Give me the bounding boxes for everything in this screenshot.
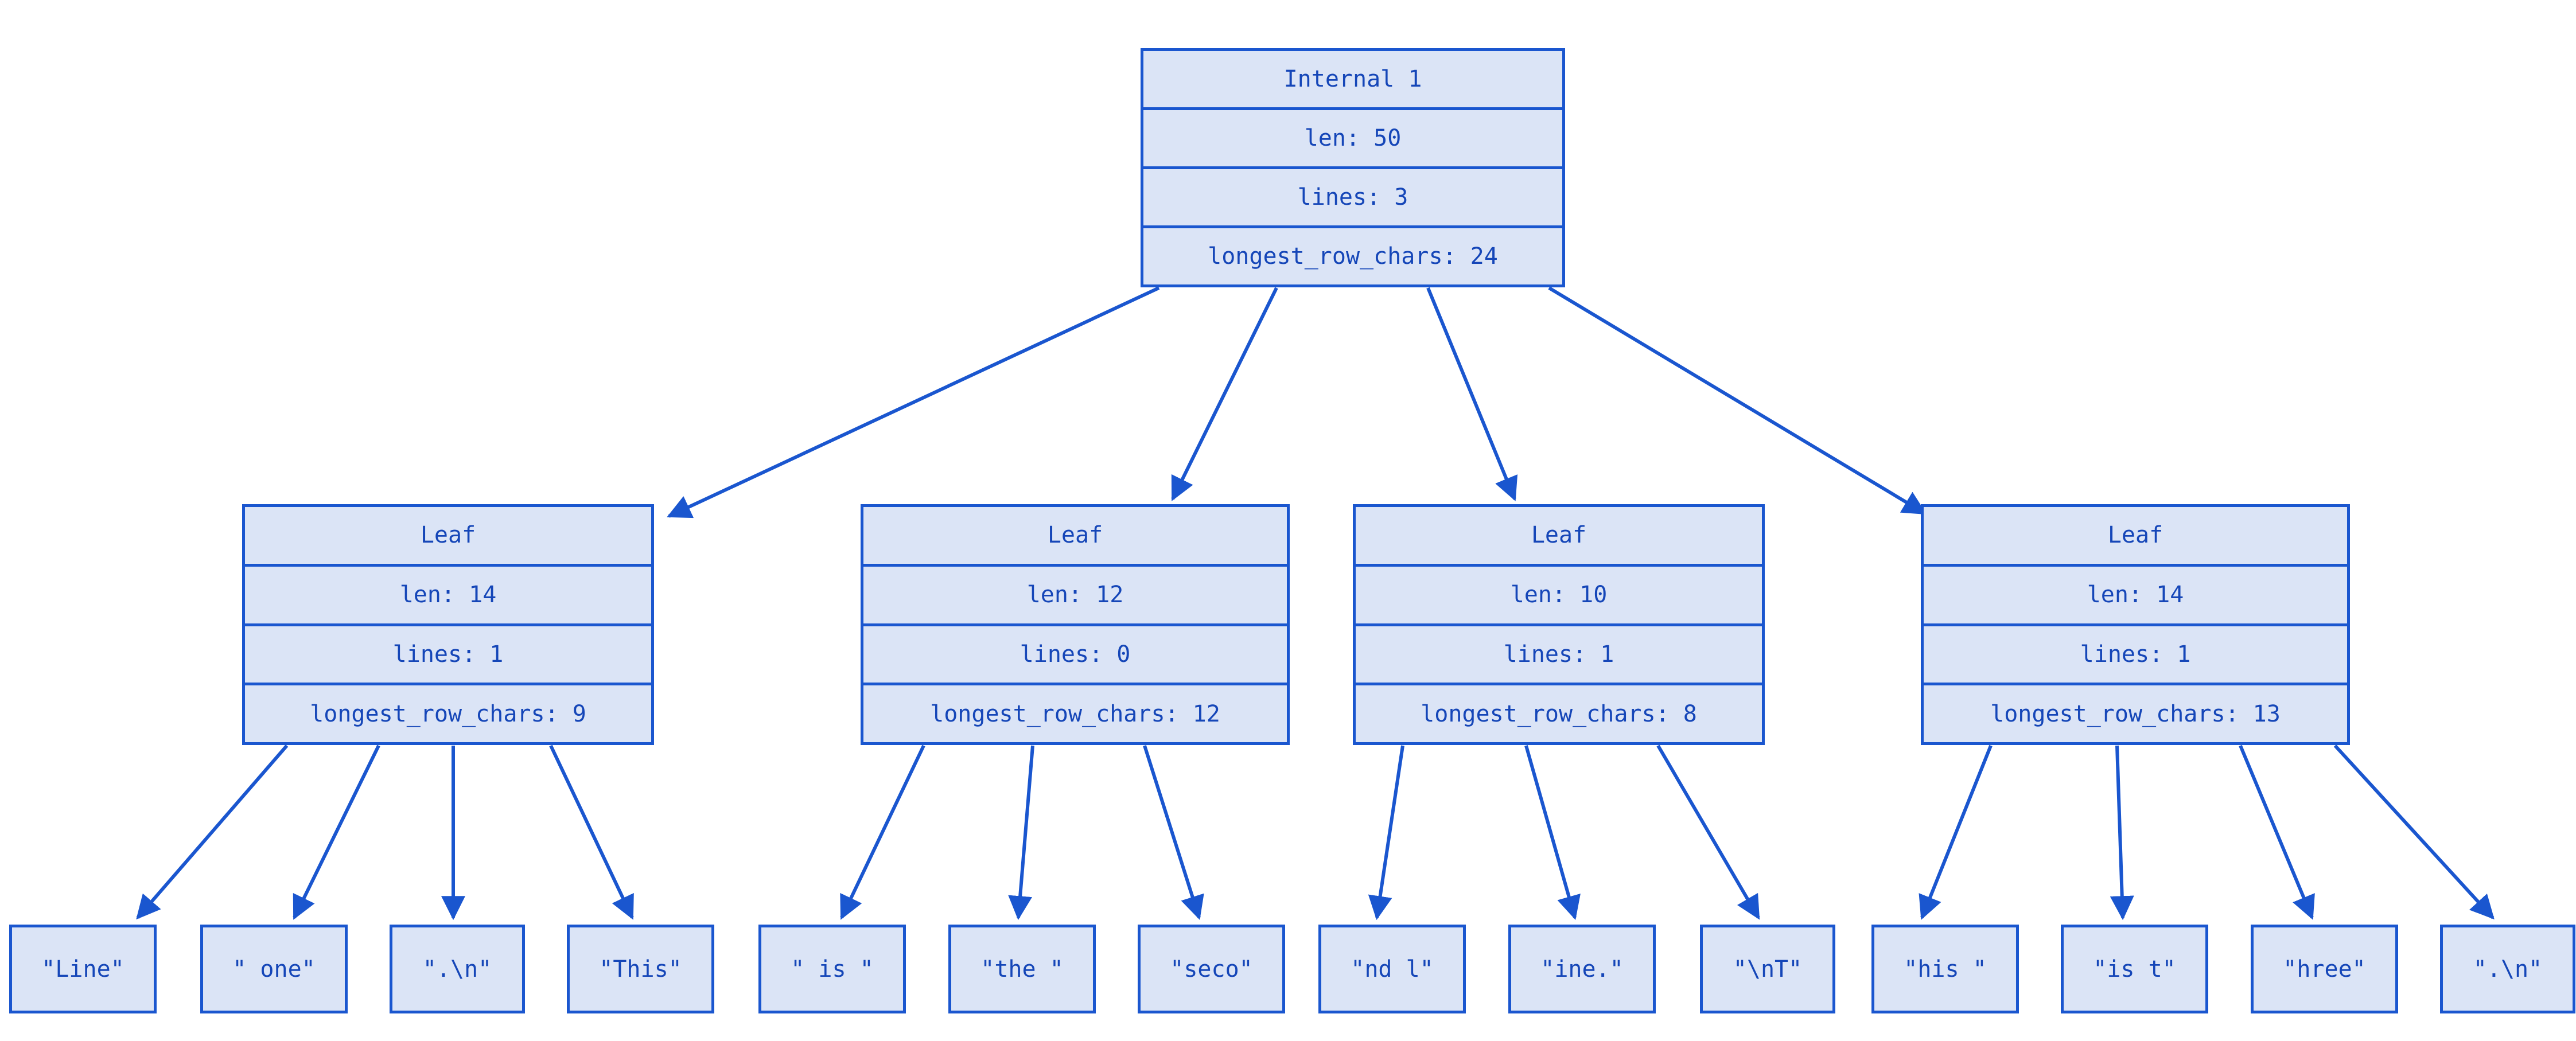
leaf-2-field-longest_row_chars: longest_row_chars: 12 — [863, 683, 1287, 742]
chunk-node-chunk-2[interactable]: " one" — [200, 925, 348, 1013]
chunk-node-chunk-11[interactable]: "his " — [1871, 925, 2019, 1013]
edge-leaf-2-to-chunk-5 — [840, 744, 925, 920]
edge-leaf-1-to-chunk-1 — [136, 744, 289, 920]
leaf-2-title: Leaf — [1047, 522, 1103, 549]
leaf-4-field-len: len: 14 — [1924, 563, 2347, 623]
chunk-node-chunk-12[interactable]: "is t" — [2061, 925, 2208, 1013]
chunk-node-chunk-8[interactable]: "nd l" — [1318, 925, 1466, 1013]
edge-internal-1-to-leaf-4 — [1548, 286, 1927, 515]
edge-leaf-4-to-chunk-14 — [2333, 744, 2495, 920]
leaf-3-field-lines: lines: 1 — [1356, 623, 1762, 683]
leaf-1-field-longest_row_chars: longest_row_chars: 9 — [245, 683, 651, 742]
leaf-2-field-len: len: 12 — [863, 563, 1287, 623]
chunk-node-chunk-5[interactable]: " is " — [758, 925, 906, 1013]
chunk-node-chunk-9[interactable]: "ine." — [1508, 925, 1656, 1013]
chunk-node-chunk-1[interactable]: "Line" — [9, 925, 157, 1013]
leaf-4-field-lines: lines: 1 — [1924, 623, 2347, 683]
leaf-3-title: Leaf — [1531, 522, 1587, 549]
edge-leaf-3-to-chunk-9 — [1524, 745, 1581, 921]
chunk-node-chunk-14[interactable]: ".\n" — [2440, 925, 2575, 1013]
chunk-node-chunk-6[interactable]: "the " — [948, 925, 1096, 1013]
edge-leaf-4-to-chunk-11 — [1919, 744, 1993, 920]
edge-internal-1-to-leaf-3 — [1426, 287, 1518, 501]
chunk-node-chunk-10[interactable]: "\nT" — [1700, 925, 1835, 1013]
leaf-2-field-lines: lines: 0 — [863, 623, 1287, 683]
edge-internal-1-to-leaf-2 — [1171, 287, 1278, 501]
leaf-4-field-longest_row_chars: longest_row_chars: 13 — [1924, 683, 2347, 742]
chunk-node-chunk-7[interactable]: "seco" — [1138, 925, 1285, 1013]
leaf-1-field-len: len: 14 — [245, 563, 651, 623]
edge-leaf-3-to-chunk-8 — [1368, 745, 1404, 921]
edge-leaf-2-to-chunk-7 — [1143, 745, 1204, 921]
edge-leaf-1-to-chunk-4 — [549, 744, 634, 920]
edge-leaf-1-to-chunk-2 — [293, 744, 380, 920]
leaf-3-field-len: len: 10 — [1356, 563, 1762, 623]
internal-1-title: Internal 1 — [1283, 66, 1422, 92]
leaf-3-field-longest_row_chars: longest_row_chars: 8 — [1356, 683, 1762, 742]
chunk-node-chunk-3[interactable]: ".\n" — [390, 925, 525, 1013]
internal-1-field-longest_row_chars: longest_row_chars: 24 — [1143, 225, 1562, 284]
edge-leaf-3-to-chunk-10 — [1656, 744, 1760, 920]
chunk-node-chunk-13[interactable]: "hree" — [2251, 925, 2398, 1013]
edge-leaf-4-to-chunk-13 — [2239, 744, 2315, 920]
edge-internal-1-to-leaf-1 — [667, 286, 1160, 518]
leaf-1-field-lines: lines: 1 — [245, 623, 651, 683]
edge-leaf-4-to-chunk-12 — [2110, 745, 2134, 921]
chunk-node-chunk-4[interactable]: "This" — [567, 925, 714, 1013]
internal-1-field-lines: lines: 3 — [1143, 166, 1562, 225]
leaf-4-title: Leaf — [2107, 522, 2163, 549]
edge-leaf-2-to-chunk-6 — [1008, 745, 1034, 921]
leaf-1-title: Leaf — [420, 522, 476, 549]
internal-1-field-len: len: 50 — [1143, 107, 1562, 166]
